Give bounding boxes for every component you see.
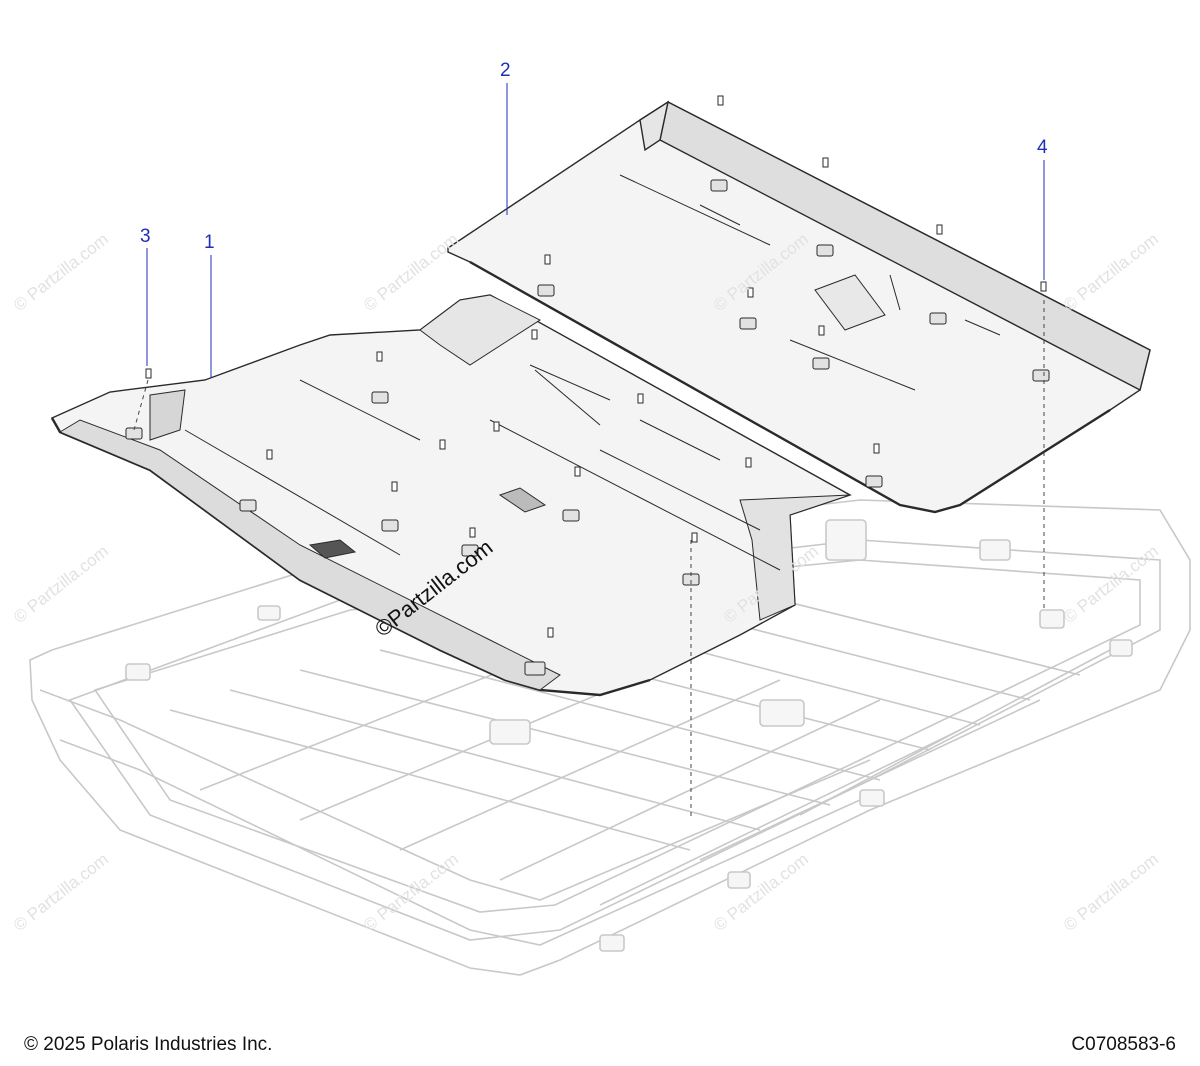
callout-2[interactable]: 2	[500, 60, 511, 81]
front-floor-panel	[50, 294, 852, 697]
dashed-guides	[133, 300, 1045, 820]
callout-3[interactable]: 3	[140, 226, 151, 247]
callout-1[interactable]: 1	[204, 232, 215, 253]
leader-lines	[146, 83, 1045, 378]
copyright-text: © 2025 Polaris Industries Inc.	[24, 1034, 273, 1055]
floor-tray	[29, 499, 1191, 976]
callout-4[interactable]: 4	[1037, 137, 1048, 158]
diagram-id: C0708583-6	[1071, 1034, 1176, 1055]
rear-floor-panel	[447, 95, 1151, 514]
